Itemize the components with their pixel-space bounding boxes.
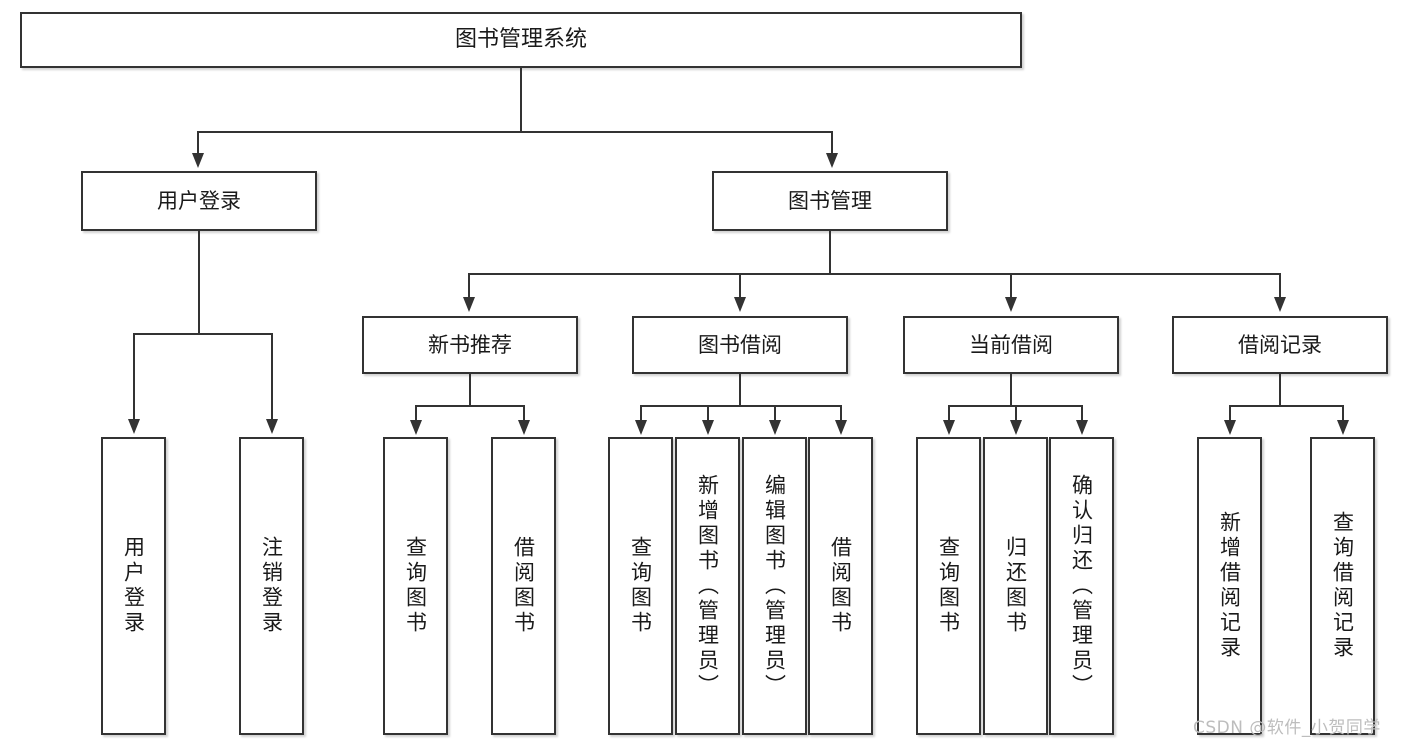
edge-userlogin-drop-1 [133,333,135,421]
node-label: 新增图书（管理员） [695,473,720,699]
node-label: 借阅记录 [1238,332,1322,357]
node-book-management[interactable]: 图书管理 [712,171,948,231]
arrow-to-leaf-cb-query [943,420,955,435]
node-user-login[interactable]: 用户登录 [81,171,317,231]
arrow-to-leaf-cb-return [1010,420,1022,435]
arrow-to-leaf-br-add [1224,420,1236,435]
edge-bookborrow-drop-3 [774,405,776,422]
node-root-system[interactable]: 图书管理系统 [20,12,1022,68]
leaf-bb-edit-book-admin[interactable]: 编辑图书（管理员） [742,437,807,735]
edge-borrowrecord-stem [1279,374,1281,405]
node-label: 查询图书 [628,536,653,636]
node-label: 新增借阅记录 [1217,511,1242,661]
node-label: 查询图书 [936,536,961,636]
node-label: 借阅图书 [511,536,536,636]
edge-root-stem [520,68,522,131]
leaf-newbook-query-book[interactable]: 查询图书 [383,437,448,735]
arrow-to-leaf-cb-confirm [1076,420,1088,435]
arrow-to-leaf-bb-query [635,420,647,435]
node-label: 查询图书 [403,536,428,636]
edge-bookborrow-drop-1 [640,405,642,422]
edge-borrowrecord-drop-1 [1229,405,1231,422]
edge-bookborrow-stem [739,374,741,405]
edge-newbook-bus [415,405,525,407]
arrow-to-leaf-br-query [1337,420,1349,435]
arrow-to-leaf-bb-edit [769,420,781,435]
arrow-to-user-login [192,153,204,168]
arrow-to-leaf-newbook-query [410,420,422,435]
leaf-cb-confirm-return-admin[interactable]: 确认归还（管理员） [1049,437,1114,735]
edge-bookmgmt-drop-3 [1010,273,1012,299]
arrow-to-new-book [463,297,475,312]
edge-userlogin-bus [133,333,273,335]
edge-borrowrecord-bus [1229,405,1344,407]
edge-newbook-stem [469,374,471,405]
edge-newbook-drop-1 [415,405,417,422]
node-label: 确认归还（管理员） [1069,473,1094,699]
arrow-to-leaf-bb-add [702,420,714,435]
arrow-to-current-borrow [1005,297,1017,312]
node-label: 查询借阅记录 [1330,511,1355,661]
edge-bookmgmt-stem [829,231,831,273]
edge-currentborrow-stem [1010,374,1012,405]
edge-bookmgmt-bus [468,273,1280,275]
leaf-br-query-record[interactable]: 查询借阅记录 [1310,437,1375,735]
node-new-book-recommend[interactable]: 新书推荐 [362,316,578,374]
node-label: 图书管理系统 [454,27,587,53]
node-label: 当前借阅 [969,332,1053,357]
leaf-cb-query-book[interactable]: 查询图书 [916,437,981,735]
edge-bookmgmt-drop-4 [1279,273,1281,299]
edge-root-drop-left [197,131,199,155]
leaf-newbook-borrow-book[interactable]: 借阅图书 [491,437,556,735]
edge-userlogin-drop-2 [271,333,273,421]
edge-bookborrow-bus [640,405,842,407]
node-label: 新书推荐 [428,332,512,357]
edge-borrowrecord-drop-2 [1342,405,1344,422]
leaf-cb-return-book[interactable]: 归还图书 [983,437,1048,735]
node-label: 编辑图书（管理员） [762,473,787,699]
node-book-borrow[interactable]: 图书借阅 [632,316,848,374]
leaf-bb-borrow-book[interactable]: 借阅图书 [808,437,873,735]
leaf-bb-query-book[interactable]: 查询图书 [608,437,673,735]
edge-bookborrow-drop-2 [707,405,709,422]
node-label: 用户登录 [121,536,146,636]
arrow-to-leaf-user-login [128,419,140,434]
arrow-to-book-borrow [734,297,746,312]
edge-bookborrow-drop-4 [840,405,842,422]
arrow-to-leaf-bb-borrow [835,420,847,435]
edge-root-drop-right [831,131,833,155]
arrow-to-borrow-record [1274,297,1286,312]
edge-currentborrow-drop-3 [1081,405,1083,422]
node-label: 注销登录 [259,536,284,636]
node-borrow-record[interactable]: 借阅记录 [1172,316,1388,374]
edge-root-bus [197,131,833,133]
arrow-to-book-manage [826,153,838,168]
edge-currentborrow-drop-1 [948,405,950,422]
edge-bookmgmt-drop-1 [468,273,470,299]
leaf-bb-add-book-admin[interactable]: 新增图书（管理员） [675,437,740,735]
leaf-logout[interactable]: 注销登录 [239,437,304,735]
node-label: 用户登录 [157,188,241,213]
node-label: 图书借阅 [698,332,782,357]
node-current-borrow[interactable]: 当前借阅 [903,316,1119,374]
leaf-br-add-record[interactable]: 新增借阅记录 [1197,437,1262,735]
arrow-to-leaf-logout [266,419,278,434]
edge-currentborrow-drop-2 [1015,405,1017,422]
arrow-to-leaf-newbook-borrow [518,420,530,435]
edge-userlogin-stem [198,231,200,333]
edge-bookmgmt-drop-2 [739,273,741,299]
node-label: 图书管理 [788,188,872,213]
edge-newbook-drop-2 [523,405,525,422]
node-label: 借阅图书 [828,536,853,636]
leaf-user-login[interactable]: 用户登录 [101,437,166,735]
node-label: 归还图书 [1003,536,1028,636]
